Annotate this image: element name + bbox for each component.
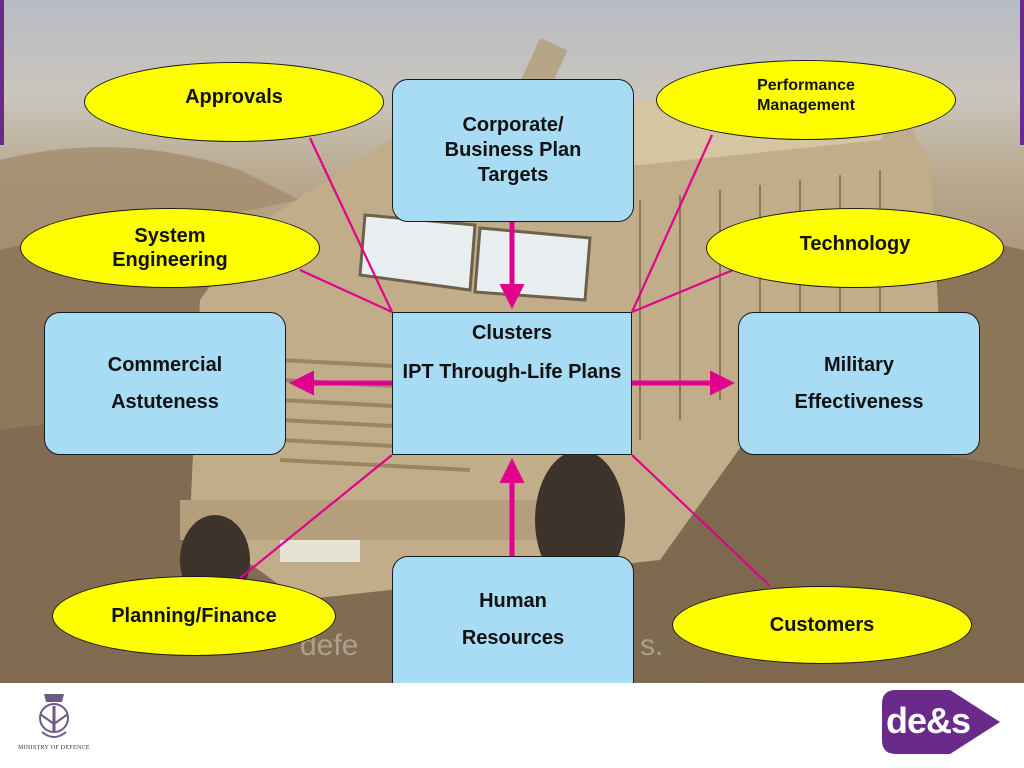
brand-edge-left <box>0 0 4 145</box>
corporate-plan-label: Corporate/ Business Plan Targets <box>444 114 582 186</box>
performance-management-label: Performance Management <box>757 77 855 114</box>
brand-edge-right <box>1020 0 1024 145</box>
link-system-engineering <box>299 268 393 314</box>
human-label: Human <box>479 590 547 612</box>
link-planning-finance <box>239 454 393 579</box>
customers-label: Customers <box>769 614 875 636</box>
link-performance-management <box>630 134 714 313</box>
effectiveness-label: Effectiveness <box>794 390 924 413</box>
mod-text: MINISTRY OF DEFENCE <box>18 745 90 751</box>
customers-oval: Customers <box>672 586 972 664</box>
link-approvals <box>309 137 393 313</box>
commercial-label: Commercial <box>107 353 223 376</box>
link-customers <box>631 454 771 587</box>
planning-finance-oval: Planning/Finance <box>52 576 336 656</box>
military-effectiveness-box: Military Effectiveness <box>738 312 980 455</box>
link-technology <box>631 266 739 314</box>
performance-management-oval: Performance Management <box>656 60 956 140</box>
approvals-oval: Approvals <box>84 62 384 142</box>
clusters-box: Clusters IPT Through-Life Plans <box>392 312 632 455</box>
connector-layer <box>239 134 771 587</box>
human-resources-box: Human Resources <box>392 556 634 699</box>
system-engineering-oval: System Engineering <box>20 208 320 288</box>
corporate-plan-box: Corporate/ Business Plan Targets <box>392 79 634 222</box>
planning-finance-label: Planning/Finance <box>111 605 277 627</box>
military-label: Military <box>823 353 895 376</box>
des-logo <box>882 690 1000 754</box>
astuteness-label: Astuteness <box>111 390 219 413</box>
footer <box>0 683 1024 768</box>
mod-crest-icon <box>39 694 69 738</box>
system-engineering-label: System Engineering <box>112 225 228 271</box>
technology-label: Technology <box>799 233 911 255</box>
svg-text:s.: s. <box>640 629 663 662</box>
clusters-label: Clusters <box>471 322 553 344</box>
approvals-label: Approvals <box>185 86 283 108</box>
commercial-astuteness-box: Commercial Astuteness <box>44 312 286 455</box>
technology-oval: Technology <box>706 208 1004 288</box>
des-logo-text: de&s <box>886 700 971 741</box>
ipt-plans-label: IPT Through-Life Plans <box>402 361 622 383</box>
resources-label: Resources <box>461 627 565 649</box>
